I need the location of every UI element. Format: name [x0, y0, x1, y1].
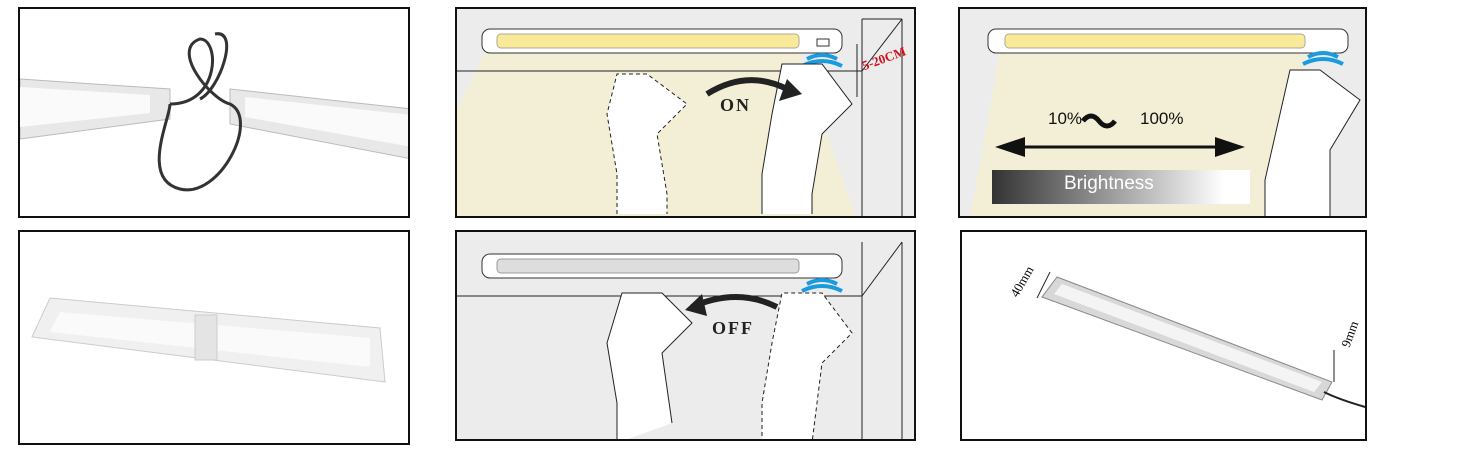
range-max-label: 100% [1140, 109, 1184, 128]
brightness-gradient-bar [992, 170, 1250, 204]
brightness-label: Brightness [1064, 173, 1154, 194]
panel-joined-bars [18, 230, 410, 445]
dimensions-illustration [1036, 271, 1365, 408]
panel-connector-cable [18, 7, 410, 218]
panel-sensor-on: ON 5-20CM [455, 7, 916, 218]
sensor-on-illustration [457, 18, 903, 216]
panel-dimming: 10% 100% Brightness [958, 7, 1367, 218]
dimming-illustration [970, 28, 1361, 216]
connector-cable-illustration [20, 32, 408, 192]
off-label: OFF [712, 318, 754, 338]
sensor-off-illustration [457, 241, 903, 439]
on-label: ON [720, 95, 751, 115]
joined-bars-illustration [31, 297, 386, 383]
panel-sensor-off: OFF [455, 230, 916, 441]
panel-dimensions: 40mm 9mm [960, 230, 1367, 441]
range-min-label: 10% [1048, 109, 1083, 128]
